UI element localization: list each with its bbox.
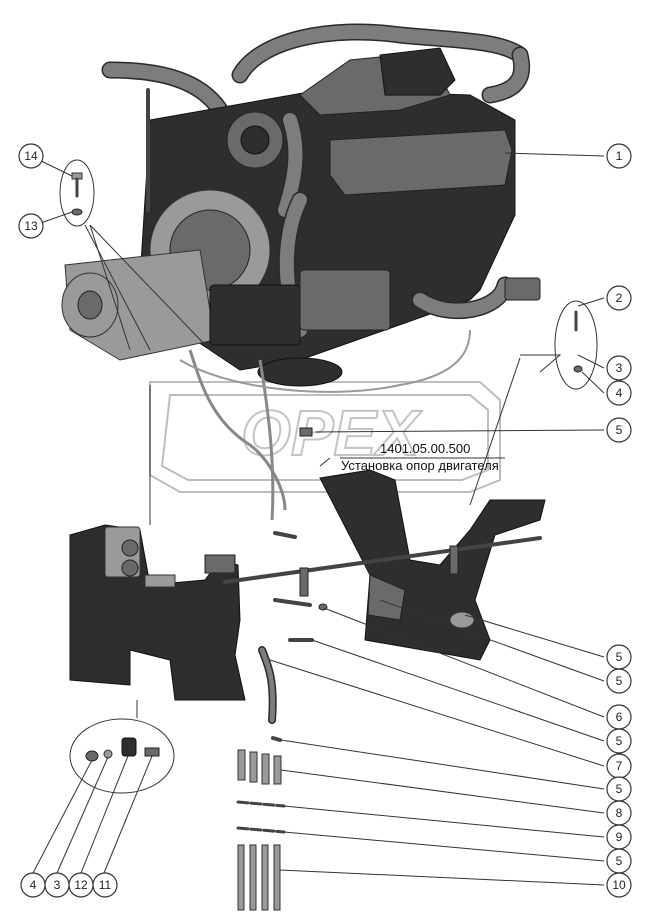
- svg-text:8: 8: [616, 806, 623, 820]
- engine-assembly: [61, 23, 562, 521]
- callout-5: 5: [606, 668, 632, 694]
- svg-text:5: 5: [616, 854, 623, 868]
- right-mount: [319, 469, 546, 661]
- callout-5: 5: [606, 728, 632, 754]
- callout-12: 12: [68, 872, 94, 898]
- svg-text:10: 10: [612, 878, 626, 892]
- callout-10: 10: [606, 872, 632, 898]
- svg-text:3: 3: [616, 361, 623, 375]
- svg-text:5: 5: [616, 423, 623, 437]
- callout-8: 8: [606, 800, 632, 826]
- svg-text:9: 9: [616, 830, 623, 844]
- callout-7: 7: [606, 753, 632, 779]
- callout-14: 14: [18, 143, 44, 169]
- left-mount: [69, 524, 246, 701]
- svg-text:6: 6: [616, 710, 623, 724]
- svg-text:5: 5: [616, 782, 623, 796]
- callout-3: 3: [44, 872, 70, 898]
- callout-6: 6: [606, 704, 632, 730]
- svg-text:4: 4: [616, 386, 623, 400]
- svg-text:12: 12: [74, 878, 88, 892]
- callout-5: 5: [606, 644, 632, 670]
- svg-text:5: 5: [616, 650, 623, 664]
- svg-text:13: 13: [24, 219, 38, 233]
- svg-text:1: 1: [616, 149, 623, 163]
- callout-5: 5: [606, 417, 632, 443]
- assembly-label: 1401.05.00.500 Установка опор двигателя: [319, 441, 505, 473]
- callout-11: 11: [92, 872, 118, 898]
- svg-text:4: 4: [30, 878, 37, 892]
- callout-3: 3: [606, 355, 632, 381]
- svg-text:7: 7: [616, 759, 623, 773]
- callout-5: 5: [606, 848, 632, 874]
- fasteners: [59, 159, 598, 911]
- svg-text:14: 14: [24, 149, 38, 163]
- svg-text:11: 11: [99, 878, 112, 892]
- cross-bar: [223, 536, 542, 597]
- assembly-code: 1401.05.00.500: [380, 441, 470, 456]
- callout-4: 4: [606, 380, 632, 406]
- callout-1: 1: [606, 143, 632, 169]
- callout-2: 2: [606, 285, 632, 311]
- callout-13: 13: [18, 213, 44, 239]
- callout-5: 5: [606, 776, 632, 802]
- svg-text:5: 5: [616, 734, 623, 748]
- watermark: ОРЕХ: [149, 381, 501, 493]
- svg-text:5: 5: [616, 674, 623, 688]
- leader-lines: [32, 152, 605, 886]
- svg-text:3: 3: [54, 878, 61, 892]
- assembly-title: Установка опор двигателя: [341, 458, 499, 473]
- svg-text:2: 2: [616, 291, 623, 305]
- callout-4: 4: [20, 872, 46, 898]
- callout-9: 9: [606, 824, 632, 850]
